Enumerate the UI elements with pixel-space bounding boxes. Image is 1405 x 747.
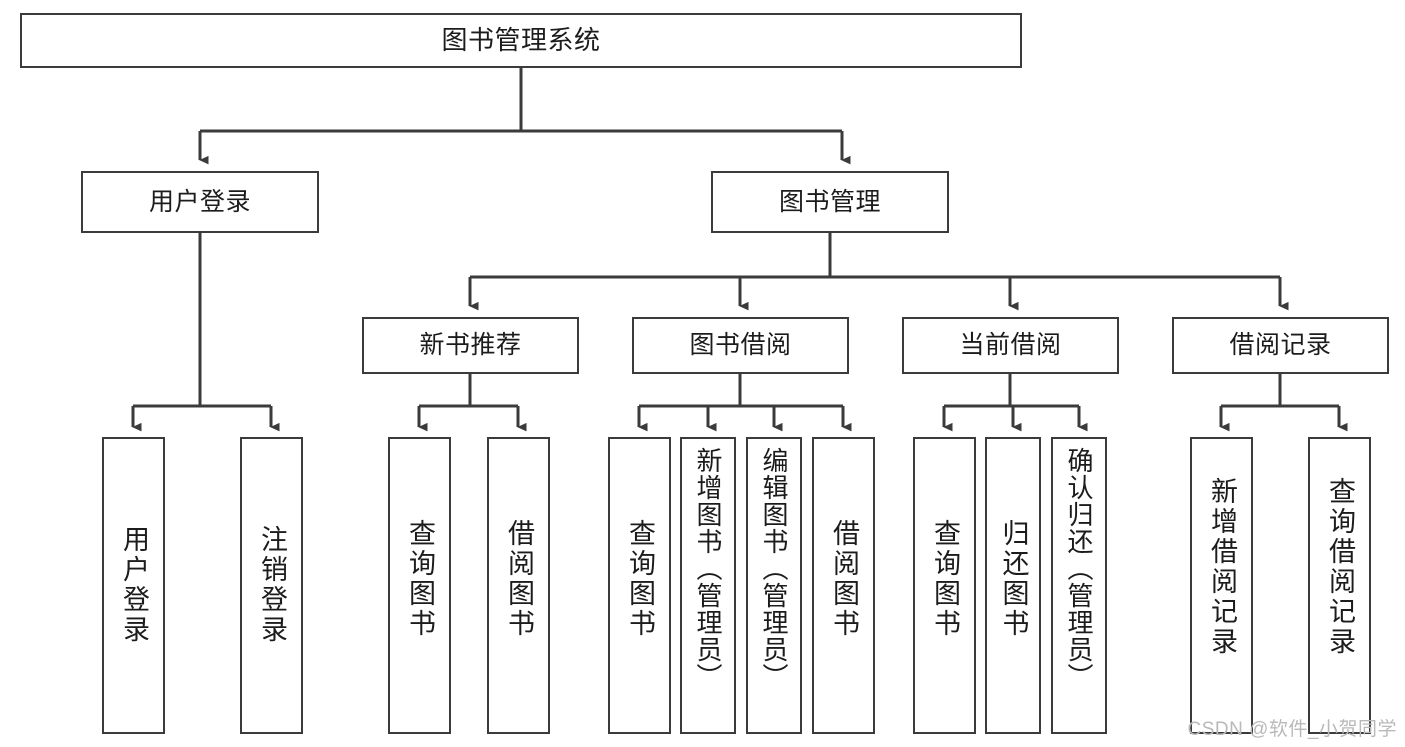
node-leaf-confirm-return-admin-label: 确认归还（管理员） <box>1064 447 1094 690</box>
node-leaf-add-book-admin-label: 新增图书（管理员） <box>693 447 723 690</box>
csdn-watermark: CSDN @软件_小贺同学 <box>1187 719 1397 740</box>
node-new-book-recommend-label: 新书推荐 <box>419 331 522 360</box>
node-user-login-label: 用户登录 <box>148 187 251 216</box>
node-current-borrow-label: 当前借阅 <box>959 331 1062 360</box>
node-leaf-query-borrow-record-label: 查询借阅记录 <box>1325 477 1355 657</box>
edge-group-bookmgmt-to-level3 <box>468 233 1289 311</box>
edge-group-userlogin-to-leaves <box>131 233 280 432</box>
node-leaf-borrow-book-2[interactable]: 借阅图书 <box>812 437 875 734</box>
node-leaf-user-login-label: 用户登录 <box>119 525 149 645</box>
node-leaf-query-book-1-label: 查询图书 <box>405 519 435 639</box>
node-leaf-borrow-book-1-label: 借阅图书 <box>504 519 534 639</box>
edge-group-newbook-to-leaves <box>417 374 527 432</box>
node-borrow-record[interactable]: 借阅记录 <box>1172 317 1389 374</box>
node-leaf-query-book-3-label: 查询图书 <box>930 519 960 639</box>
node-leaf-user-login[interactable]: 用户登录 <box>102 437 165 734</box>
node-leaf-edit-book-admin[interactable]: 编辑图书（管理员） <box>746 437 802 734</box>
node-current-borrow[interactable]: 当前借阅 <box>902 317 1119 374</box>
node-leaf-return-book[interactable]: 归还图书 <box>985 437 1041 734</box>
edge-group-currentborrow-to-leaves <box>942 374 1088 432</box>
node-leaf-query-book-2-label: 查询图书 <box>625 519 655 639</box>
node-user-login[interactable]: 用户登录 <box>81 171 319 233</box>
node-leaf-query-book-1[interactable]: 查询图书 <box>388 437 451 734</box>
node-leaf-borrow-book-1[interactable]: 借阅图书 <box>487 437 550 734</box>
node-leaf-return-book-label: 归还图书 <box>998 519 1029 639</box>
node-borrow-record-label: 借阅记录 <box>1229 331 1332 360</box>
node-leaf-edit-book-admin-label: 编辑图书（管理员） <box>759 447 789 690</box>
node-leaf-query-book-3[interactable]: 查询图书 <box>913 437 976 734</box>
node-leaf-query-borrow-record[interactable]: 查询借阅记录 <box>1308 437 1371 734</box>
node-book-borrow[interactable]: 图书借阅 <box>632 317 849 374</box>
node-new-book-recommend[interactable]: 新书推荐 <box>362 317 579 374</box>
node-leaf-borrow-book-2-label: 借阅图书 <box>829 519 859 639</box>
node-book-borrow-label: 图书借阅 <box>689 331 792 360</box>
node-leaf-add-book-admin[interactable]: 新增图书（管理员） <box>680 437 736 734</box>
edge-group-bookborrow-to-leaves <box>637 374 852 432</box>
node-leaf-add-borrow-record-label: 新增借阅记录 <box>1207 477 1237 657</box>
node-leaf-confirm-return-admin[interactable]: 确认归还（管理员） <box>1051 437 1107 734</box>
node-book-management[interactable]: 图书管理 <box>711 171 949 233</box>
node-leaf-logout-login[interactable]: 注销登录 <box>240 437 303 734</box>
edge-group-borrowrecord-to-leaves <box>1219 374 1348 432</box>
node-root-system[interactable]: 图书管理系统 <box>20 13 1022 68</box>
node-root-system-label: 图书管理系统 <box>441 24 601 55</box>
node-leaf-query-book-2[interactable]: 查询图书 <box>608 437 671 734</box>
node-book-management-label: 图书管理 <box>778 187 881 216</box>
edge-group-root-to-level2 <box>198 68 851 165</box>
node-leaf-add-borrow-record[interactable]: 新增借阅记录 <box>1190 437 1253 734</box>
node-leaf-logout-login-label: 注销登录 <box>257 525 287 645</box>
